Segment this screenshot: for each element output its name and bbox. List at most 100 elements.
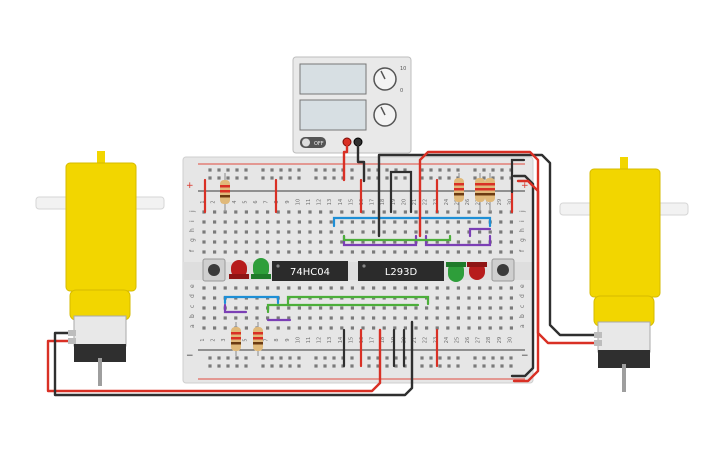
jumper-black-5[interactable] <box>510 158 526 194</box>
breadboard-hole[interactable] <box>208 168 212 172</box>
right-rail-wire-red[interactable] <box>512 179 540 383</box>
right-rail-wire-black[interactable] <box>510 174 535 378</box>
psu-wire-black[interactable] <box>356 144 366 183</box>
breadboard-hole[interactable] <box>491 168 495 172</box>
breadboard-hole[interactable] <box>499 240 503 244</box>
breadboard-hole[interactable] <box>372 210 376 214</box>
breadboard-hole[interactable] <box>447 364 451 368</box>
breadboard-hole[interactable] <box>244 356 248 360</box>
breadboard-hole[interactable] <box>438 168 442 172</box>
breadboard-hole[interactable] <box>244 306 248 310</box>
breadboard-hole[interactable] <box>456 240 460 244</box>
breadboard-hole[interactable] <box>361 230 365 234</box>
breadboard-hole[interactable] <box>213 240 217 244</box>
led-red-left[interactable] <box>229 260 249 279</box>
breadboard-hole[interactable] <box>319 220 323 224</box>
breadboard-hole[interactable] <box>255 306 259 310</box>
breadboard-hole[interactable] <box>287 286 291 290</box>
breadboard-hole[interactable] <box>420 168 424 172</box>
breadboard-hole[interactable] <box>319 250 323 254</box>
breadboard-hole[interactable] <box>308 306 312 310</box>
jumper-purple-4[interactable] <box>223 303 248 314</box>
breadboard-hole[interactable] <box>456 286 460 290</box>
breadboard-hole[interactable] <box>297 210 301 214</box>
breadboard-hole[interactable] <box>420 364 424 368</box>
breadboard-hole[interactable] <box>394 176 398 180</box>
breadboard-hole[interactable] <box>414 220 418 224</box>
breadboard-hole[interactable] <box>202 326 206 330</box>
breadboard-hole[interactable] <box>329 316 333 320</box>
breadboard-hole[interactable] <box>202 286 206 290</box>
breadboard-hole[interactable] <box>446 240 450 244</box>
breadboard-hole[interactable] <box>456 230 460 234</box>
breadboard-hole[interactable] <box>491 176 495 180</box>
breadboard-hole[interactable] <box>235 176 239 180</box>
breadboard-hole[interactable] <box>509 240 513 244</box>
breadboard-hole[interactable] <box>323 176 327 180</box>
breadboard-hole[interactable] <box>382 210 386 214</box>
breadboard-hole[interactable] <box>393 316 397 320</box>
breadboard-hole[interactable] <box>467 240 471 244</box>
breadboard-hole[interactable] <box>435 240 439 244</box>
breadboard-hole[interactable] <box>350 326 354 330</box>
breadboard-hole[interactable] <box>276 326 280 330</box>
breadboard-hole[interactable] <box>202 240 206 244</box>
breadboard-hole[interactable] <box>435 326 439 330</box>
breadboard-hole[interactable] <box>340 306 344 310</box>
breadboard-hole[interactable] <box>488 316 492 320</box>
breadboard-hole[interactable] <box>266 250 270 254</box>
breadboard-hole[interactable] <box>276 316 280 320</box>
breadboard-hole[interactable] <box>213 326 217 330</box>
breadboard-hole[interactable] <box>217 176 221 180</box>
breadboard-hole[interactable] <box>276 306 280 310</box>
breadboard-hole[interactable] <box>234 286 238 290</box>
breadboard-hole[interactable] <box>340 326 344 330</box>
breadboard-hole[interactable] <box>279 168 283 172</box>
breadboard-hole[interactable] <box>372 250 376 254</box>
breadboard-hole[interactable] <box>478 250 482 254</box>
breadboard-hole[interactable] <box>350 240 354 244</box>
jumper-blue-top[interactable] <box>332 216 492 228</box>
breadboard-hole[interactable] <box>213 306 217 310</box>
breadboard-hole[interactable] <box>435 306 439 310</box>
breadboard-hole[interactable] <box>382 250 386 254</box>
breadboard-hole[interactable] <box>382 230 386 234</box>
breadboard-hole[interactable] <box>329 286 333 290</box>
breadboard-hole[interactable] <box>420 356 424 360</box>
led-green-left[interactable] <box>251 258 271 279</box>
breadboard-hole[interactable] <box>382 220 386 224</box>
breadboard-hole[interactable] <box>350 176 354 180</box>
breadboard-hole[interactable] <box>467 220 471 224</box>
breadboard-hole[interactable] <box>446 230 450 234</box>
breadboard-hole[interactable] <box>266 220 270 224</box>
breadboard-hole[interactable] <box>213 230 217 234</box>
breadboard-hole[interactable] <box>478 286 482 290</box>
breadboard-hole[interactable] <box>350 286 354 290</box>
breadboard-hole[interactable] <box>509 356 513 360</box>
breadboard-hole[interactable] <box>223 326 227 330</box>
left-motor-wire-red[interactable] <box>46 328 382 393</box>
breadboard-hole[interactable] <box>456 326 460 330</box>
breadboard-hole[interactable] <box>456 220 460 224</box>
breadboard-hole[interactable] <box>482 356 486 360</box>
breadboard-hole[interactable] <box>361 316 365 320</box>
breadboard-hole[interactable] <box>287 230 291 234</box>
breadboard-hole[interactable] <box>340 230 344 234</box>
breadboard-hole[interactable] <box>446 250 450 254</box>
breadboard-hole[interactable] <box>403 250 407 254</box>
breadboard-hole[interactable] <box>235 168 239 172</box>
breadboard-hole[interactable] <box>308 326 312 330</box>
breadboard-hole[interactable] <box>403 220 407 224</box>
breadboard-hole[interactable] <box>385 364 389 368</box>
breadboard-hole[interactable] <box>223 240 227 244</box>
breadboard-hole[interactable] <box>438 364 442 368</box>
breadboard-hole[interactable] <box>361 240 365 244</box>
breadboard-hole[interactable] <box>226 176 230 180</box>
breadboard-hole[interactable] <box>488 306 492 310</box>
breadboard-hole[interactable] <box>270 364 274 368</box>
breadboard-hole[interactable] <box>467 306 471 310</box>
breadboard-hole[interactable] <box>234 230 238 234</box>
breadboard-hole[interactable] <box>425 220 429 224</box>
breadboard-hole[interactable] <box>287 306 291 310</box>
breadboard-hole[interactable] <box>208 356 212 360</box>
